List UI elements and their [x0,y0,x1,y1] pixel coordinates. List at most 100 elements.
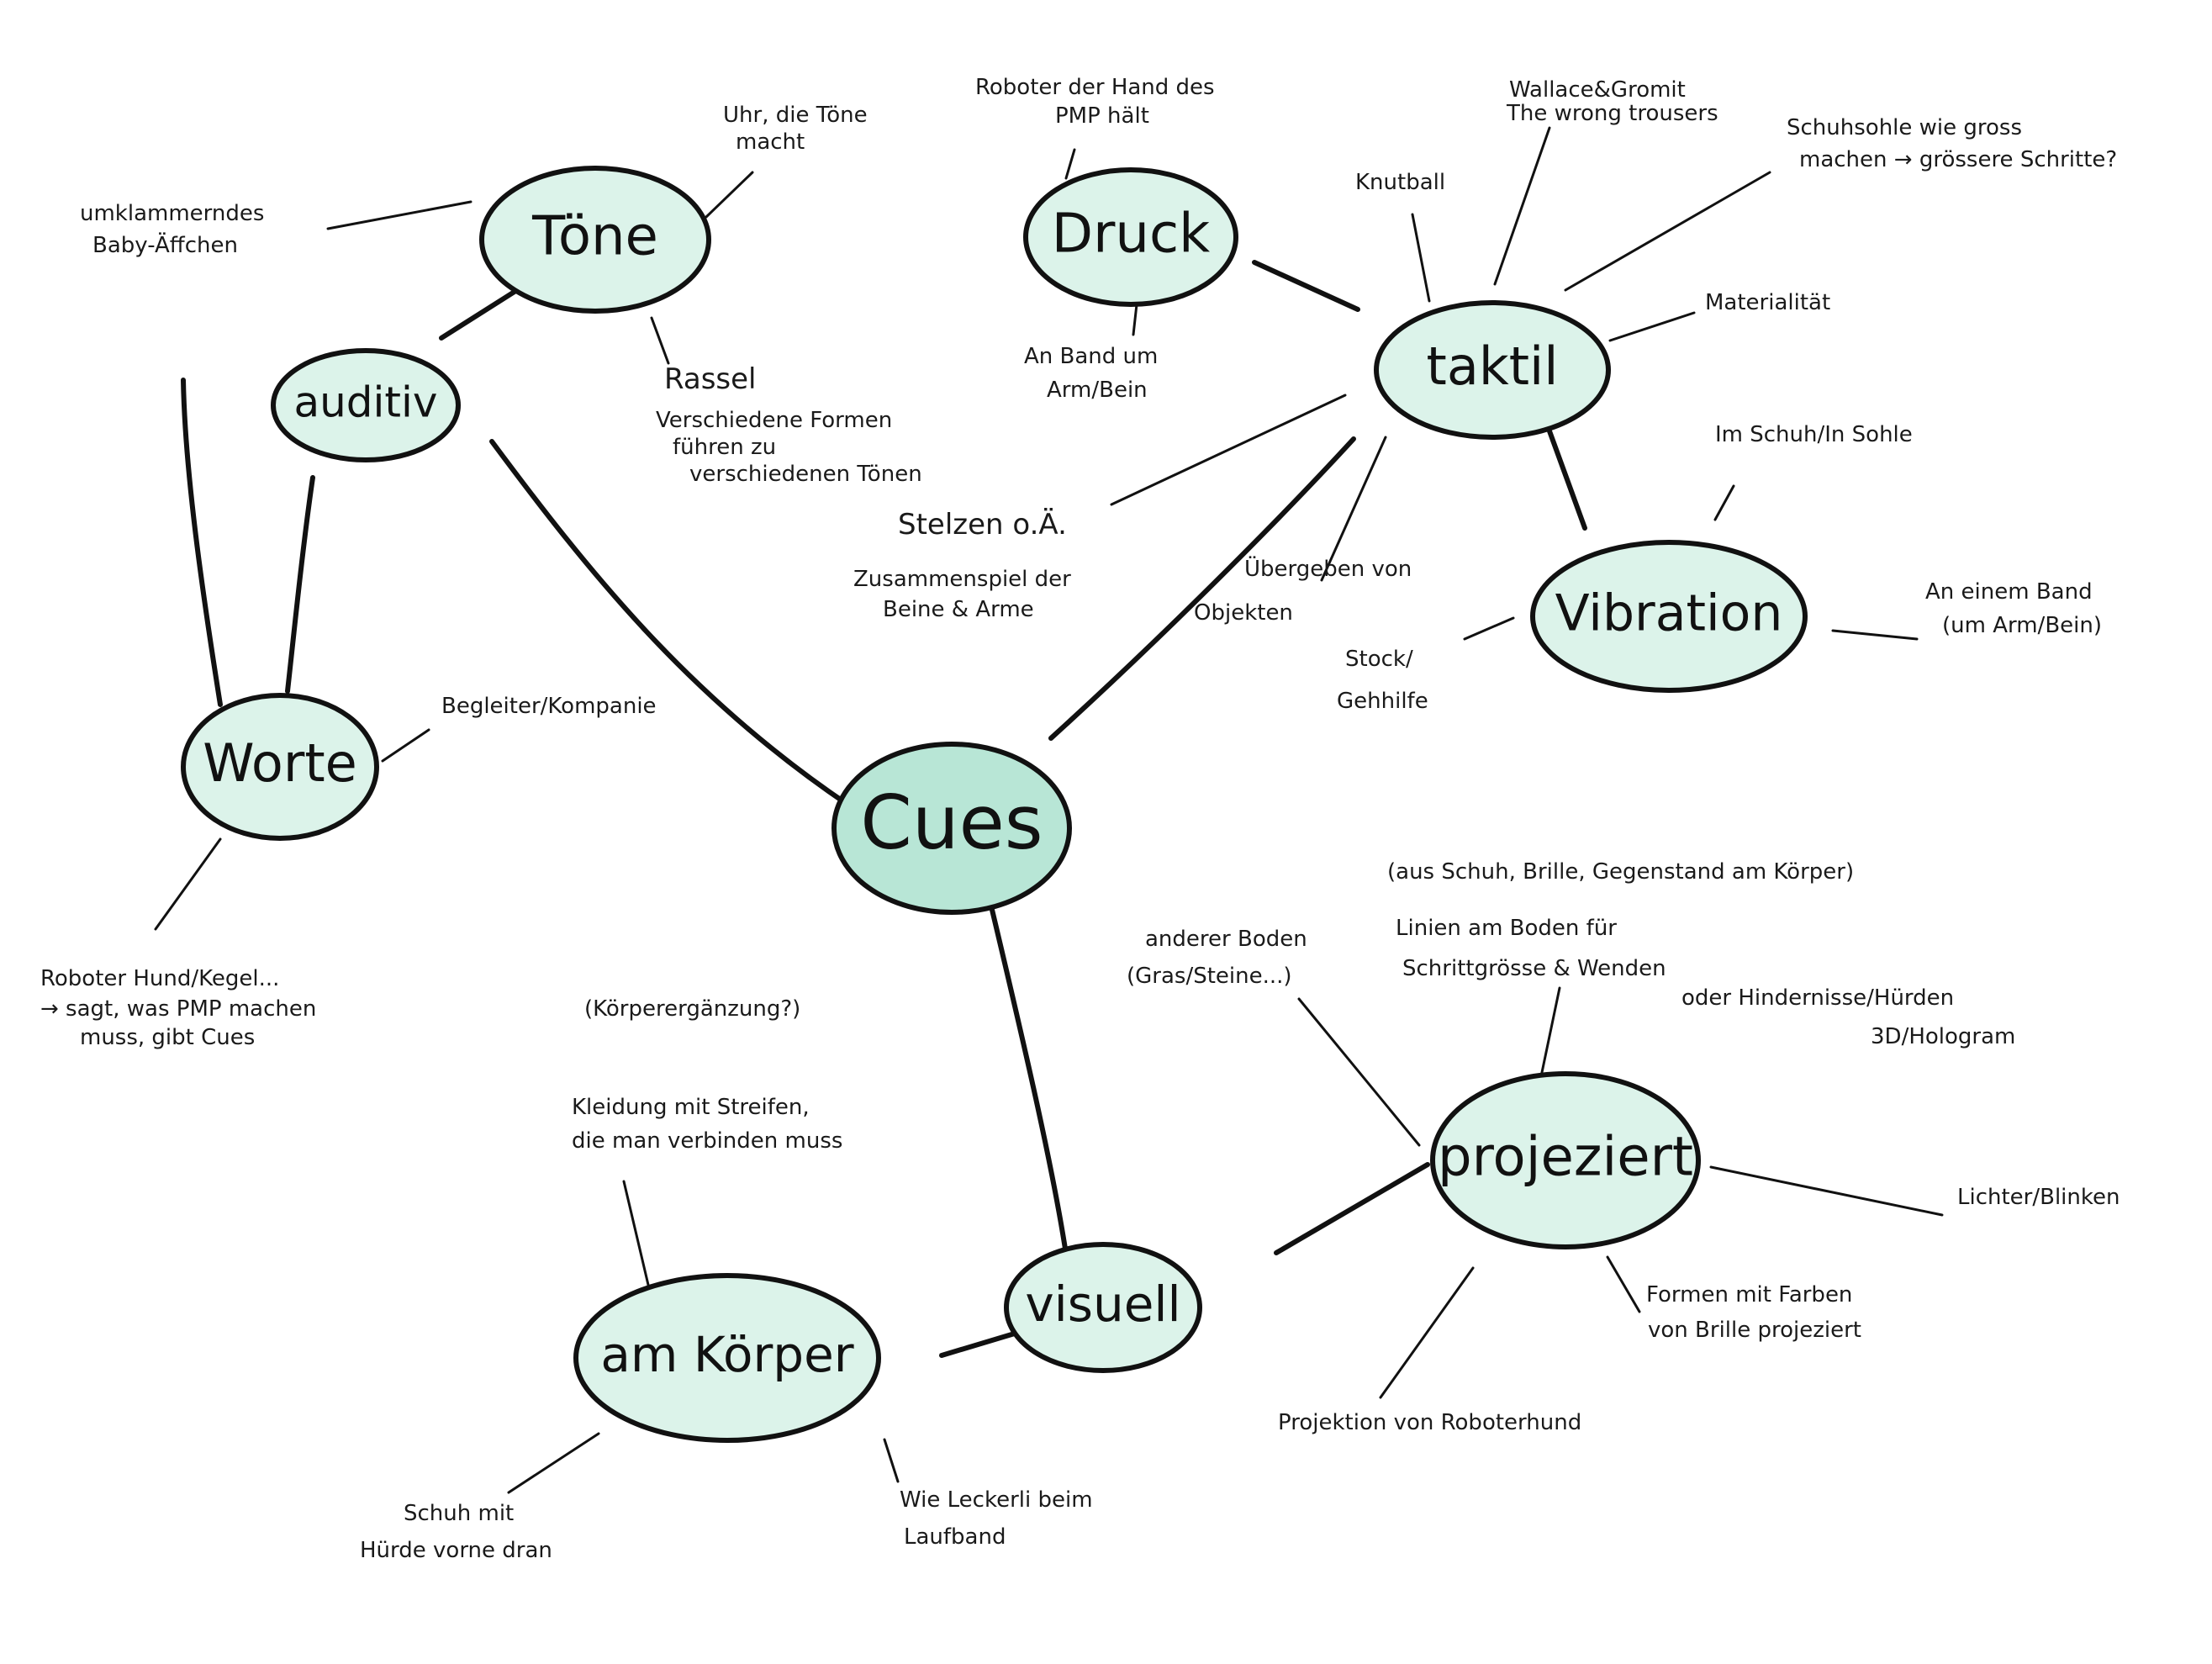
node-projeziert: projeziert [1430,1071,1701,1249]
leader-begleiter [381,728,430,763]
note-rassel-line-4: verschiedenen Tönen [689,462,922,487]
note-roboterhund-line-2: → sagt, was PMP machen [40,996,316,1022]
note-baby-line-1: umklammerndes [80,201,264,226]
note-materialitaet: Materialität [1705,290,1830,315]
note-schuh-huerde-line-2: Hürde vorne dran [360,1538,552,1563]
note-band-arm: An Band um Arm/Bein [1024,344,1165,403]
note-rassel-title: Rassel [664,362,757,396]
note-schuhsohle-line-1: Schuhsohle wie gross [1787,115,2022,140]
node-cues: Cues [831,742,1072,915]
leader-kleidung [622,1180,653,1301]
leader-uebergeben [1320,436,1387,582]
edge-visuell-koerper [939,1330,1020,1358]
node-druck: Druck [1023,167,1238,307]
note-trousers-line-2: The wrong trousers [1506,101,1718,126]
note-roboterhund-line-3: muss, gibt Cues [80,1025,255,1050]
node-taktil: taktil [1374,300,1611,440]
node-druck-shape [1023,167,1238,307]
node-visuell: visuell [1004,1242,1202,1373]
note-stelzen: Stelzen o.Ä. Zusammenspiel der Beine & A… [853,508,1078,622]
note-leckerli-line-1: Wie Leckerli beim [900,1487,1093,1513]
node-projeziert-shape [1430,1071,1701,1249]
note-uebergeben-line-1: Übergeben von [1244,555,1412,582]
note-formen-line-1: Formen mit Farben [1646,1282,1852,1307]
note-roboterhund-line-1: Roboter Hund/Kegel... [40,966,279,991]
node-taktil-shape [1374,300,1611,440]
leader-schuh-huerde [507,1432,600,1494]
edge-worte-toene-arc [181,378,223,707]
note-kleidung-line-2: die man verbinden muss [572,1128,842,1154]
note-stelzen-title: Stelzen o.Ä. [898,508,1067,541]
leader-linien [1539,986,1561,1082]
edge-visuell-projeziert [1274,1162,1430,1255]
note-uhr: Uhr, die Töne macht [723,103,874,155]
node-auditiv-shape [271,348,461,462]
note-anderer-boden-line-2: (Gras/Steine...) [1127,964,1292,989]
note-stock-line-1: Stock/ [1345,647,1413,672]
note-band-vibration-line-2: (um Arm/Bein) [1942,613,2102,638]
note-linien-line-2: Schrittgrösse & Wenden [1402,956,1666,981]
edge-auditiv-toene [439,288,520,341]
note-roboterhand-line-2: PMP hält [1055,103,1149,129]
edge-cues-auditiv [489,439,852,808]
note-knutball: Knutball [1355,170,1445,195]
node-taktil-label: taktil [1427,335,1559,397]
leader-lines [154,126,1944,1494]
leader-formen [1606,1255,1641,1313]
main-edges [181,260,1587,1358]
note-anderer-boden: anderer Boden (Gras/Steine...) [1127,927,1314,989]
note-projektion: Projektion von Roboterhund [1278,1410,1581,1435]
node-worte-label: Worte [203,732,357,794]
note-anderer-boden-line-1: anderer Boden [1145,927,1307,952]
note-begleiter: Begleiter/Kompanie [441,694,657,719]
note-stelzen-line-2: Zusammenspiel der [853,567,1071,592]
note-linien-line-1: Linien am Boden für [1396,916,1617,941]
note-rassel: Rassel Verschiedene Formen führen zu ver… [656,362,922,487]
leader-band [1132,303,1138,336]
leader-materialitaet [1608,311,1696,342]
node-am-koerper-shape [573,1273,881,1443]
node-druck-label: Druck [1052,203,1210,266]
note-koerperergaenzung: (Körperergänzung?) [584,996,800,1022]
node-worte-shape [181,693,379,841]
note-uhr-line-2: macht [736,129,805,155]
leader-knutball [1411,213,1431,303]
note-schuh-huerde: Schuh mit Hürde vorne dran [360,1501,552,1563]
leader-stelzen [1110,394,1347,506]
note-uebergeben: Übergeben von Objekten [1194,555,1419,626]
note-formen: Formen mit Farben von Brille projeziert [1646,1282,1861,1343]
note-band-vibration-line-1: An einem Band [1925,579,2093,605]
node-auditiv-label: auditiv [293,378,437,427]
edge-cues-visuell [990,907,1070,1268]
leader-band-vibration [1831,629,1919,641]
leader-schuhsohle [1564,171,1771,292]
node-am-koerper-label: am Körper [600,1326,853,1383]
note-roboterhand: Roboter der Hand des PMP hält [975,75,1222,129]
note-band-arm-line-2: Arm/Bein [1047,378,1148,403]
note-baby-affchen: umklammerndes Baby-Äffchen [80,201,272,258]
leader-leckerli [883,1438,900,1483]
leader-projektion [1379,1266,1475,1399]
node-vibration-shape [1530,540,1808,693]
node-cues-shape [831,742,1072,915]
leader-im-schuh [1713,484,1735,521]
node-vibration: Vibration [1530,540,1808,693]
notes: umklammerndes Baby-Äffchen Uhr, die Töne… [40,75,2120,1563]
leader-baby [326,200,472,230]
note-uhr-line-1: Uhr, die Töne [723,103,868,128]
leader-rassel [650,316,670,365]
node-visuell-shape [1004,1242,1202,1373]
note-trousers-line-1: Wallace&Gromit [1509,77,1686,103]
note-stock: Stock/ Gehhilfe [1337,647,1428,714]
note-baby-line-2: Baby-Äffchen [92,231,238,258]
note-formen-line-2: von Brille projeziert [1648,1318,1861,1343]
edge-auditiv-worte [285,475,315,694]
note-band-arm-line-1: An Band um [1024,344,1158,369]
node-toene: Töne [479,166,711,314]
leader-trousers [1493,126,1551,286]
note-uebergeben-line-2: Objekten [1194,600,1293,626]
note-hindernisse-line-1: oder Hindernisse/Hürden [1681,985,1954,1011]
note-rassel-line-2: Verschiedene Formen [656,408,892,433]
note-stock-line-2: Gehhilfe [1337,689,1428,714]
